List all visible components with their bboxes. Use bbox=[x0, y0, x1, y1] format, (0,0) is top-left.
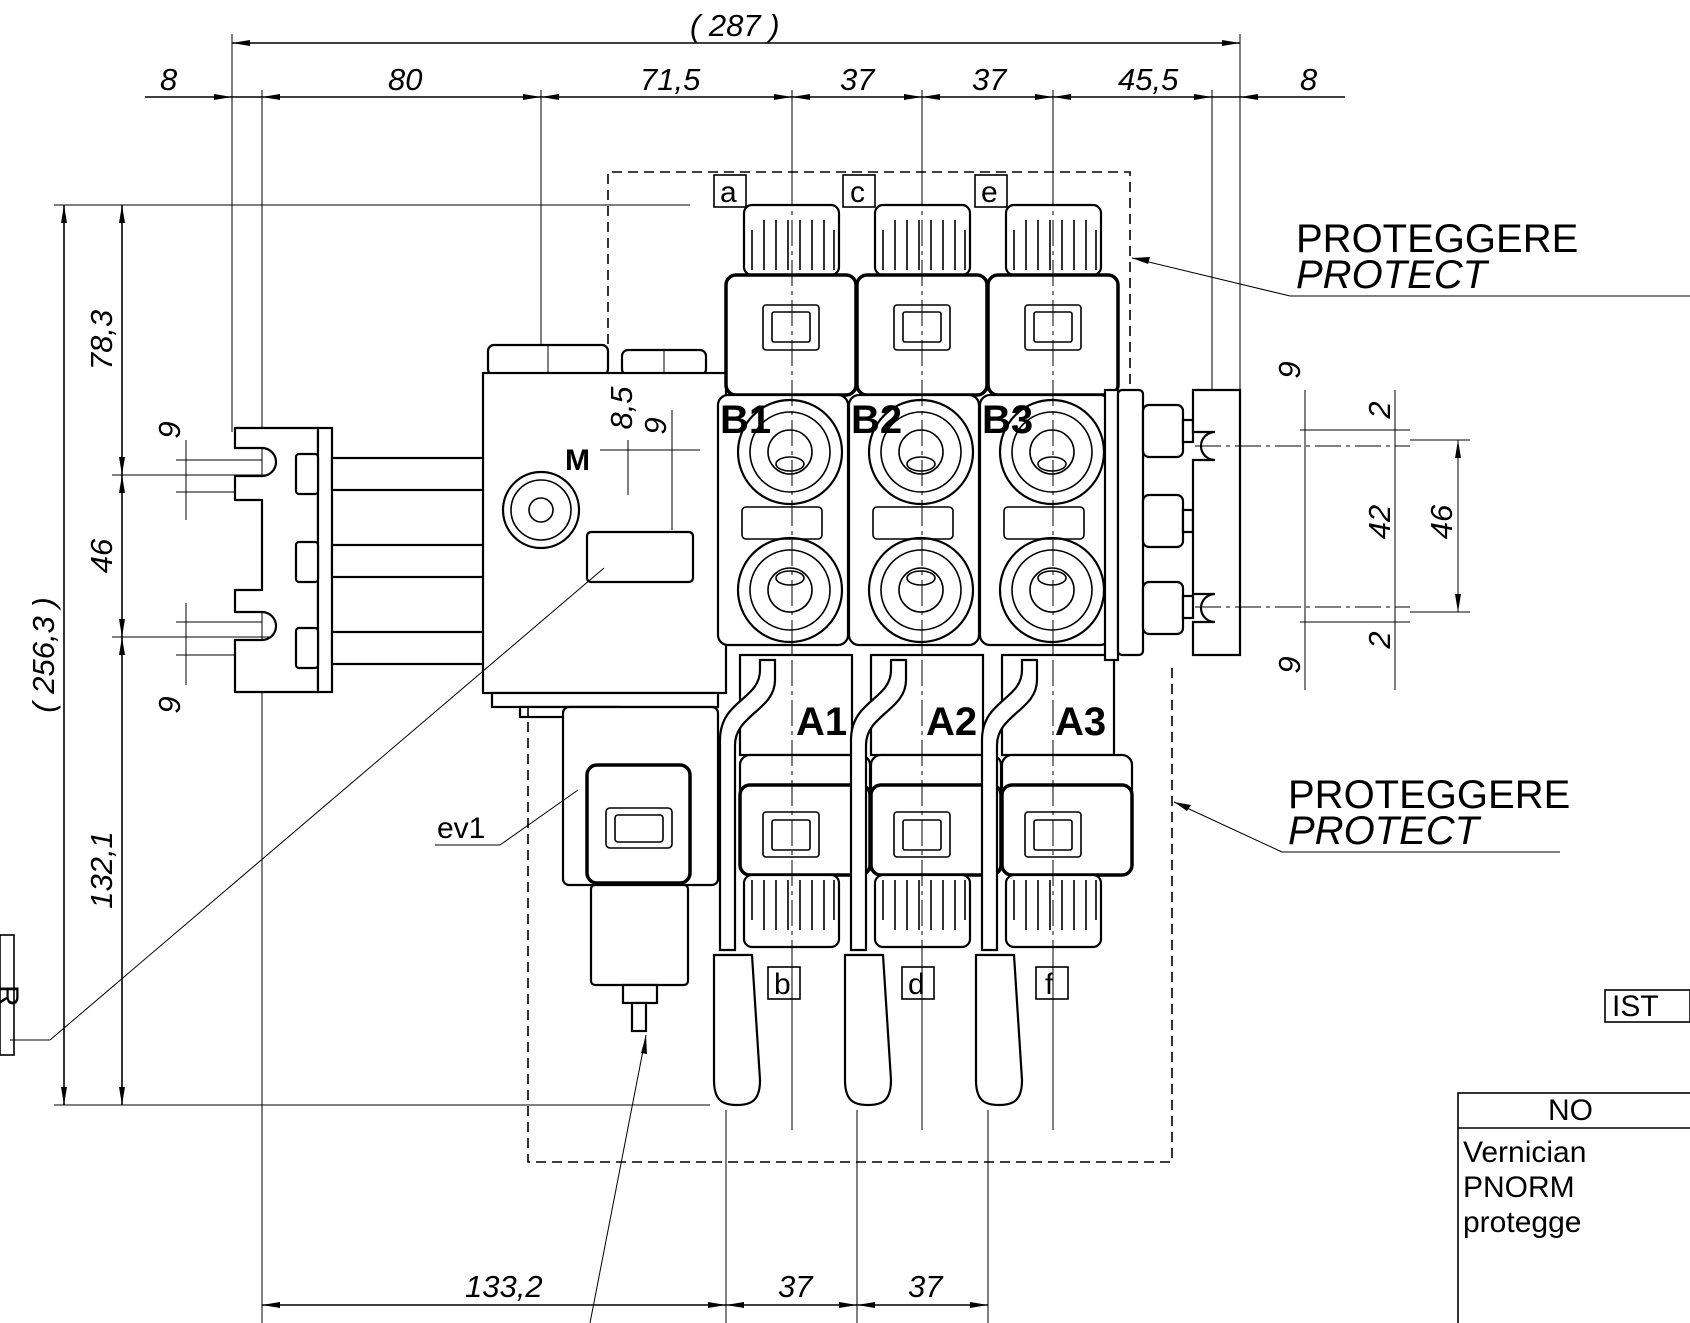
left-mounting-bracket bbox=[233, 426, 486, 694]
port-A1: A1 bbox=[796, 700, 847, 744]
port-A3: A3 bbox=[1055, 700, 1106, 744]
leader-lines: R bbox=[0, 567, 647, 1323]
protect-note-1-it: PROTEGGERE bbox=[1296, 217, 1578, 261]
protect-note-2-it: PROTEGGERE bbox=[1288, 773, 1570, 817]
port-A2: A2 bbox=[926, 700, 977, 744]
port-B3: B3 bbox=[982, 398, 1033, 442]
valve-section-3 bbox=[974, 203, 1134, 1107]
dim-bottom-37-b: 37 bbox=[908, 1269, 944, 1304]
port-a: a bbox=[720, 176, 737, 209]
dim-right-2-top: 2 bbox=[1362, 401, 1397, 419]
dim-inlet-8-5: 8,5 bbox=[604, 386, 639, 430]
note-line-1: Vernician bbox=[1463, 1136, 1586, 1169]
dim-bottom-37-a: 37 bbox=[778, 1269, 814, 1304]
dim-bottom-133-2: 133,2 bbox=[465, 1269, 543, 1304]
right-dimension-chain: 9 9 2 2 42 46 bbox=[1195, 361, 1470, 690]
dim-right-2-bottom: 2 bbox=[1362, 631, 1397, 649]
port-B1: B1 bbox=[720, 398, 771, 442]
port-c: c bbox=[850, 176, 865, 209]
protect-note-2-en: PROTECT bbox=[1288, 809, 1482, 853]
dim-inlet-9: 9 bbox=[638, 417, 673, 434]
dim-overall-width: ( 287 ) bbox=[690, 8, 780, 43]
port-B2: B2 bbox=[851, 398, 902, 442]
dim-right-slot-9-top: 9 bbox=[1272, 361, 1307, 378]
dim-right-42: 42 bbox=[1362, 505, 1397, 539]
dim-overall-height: ( 256,3 ) bbox=[26, 597, 61, 712]
port-d: d bbox=[908, 968, 925, 1001]
left-box-label: R bbox=[0, 985, 24, 1007]
dim-pitch-2: 37 bbox=[972, 62, 1008, 97]
dim-pitch-1: 37 bbox=[840, 62, 876, 97]
bottom-dimension-chain: 133,2 37 37 bbox=[262, 1110, 989, 1323]
ev1-solenoid: ev1 bbox=[435, 705, 720, 1033]
port-labels: a c e b d f B1 B2 B3 A1 A2 A3 bbox=[713, 174, 1106, 1001]
port-f: f bbox=[1045, 968, 1054, 1001]
dim-slot-9-bottom: 9 bbox=[152, 696, 187, 713]
valve-sections bbox=[712, 203, 1134, 1107]
notes-table: IST NO Vernician PNORM protegge bbox=[1457, 989, 1690, 1323]
ist-label: IST bbox=[1612, 990, 1659, 1023]
dim-right-46: 46 bbox=[1424, 504, 1459, 539]
port-b: b bbox=[774, 968, 791, 1001]
left-dimension-chain: 78,3 46 132,1 ( 256,3 ) 9 9 bbox=[26, 204, 710, 1106]
protect-note-1-en: PROTECT bbox=[1296, 253, 1490, 297]
dim-left-margin: 8 bbox=[160, 62, 178, 97]
dim-right-margin: 8 bbox=[1300, 62, 1318, 97]
dim-slot-9-top: 9 bbox=[152, 421, 187, 438]
note-header: NO bbox=[1548, 1094, 1593, 1127]
port-e: e bbox=[981, 176, 998, 209]
dim-right-slot-9-bottom: 9 bbox=[1272, 656, 1307, 673]
right-end-plate bbox=[1103, 388, 1242, 662]
dim-45-5: 45,5 bbox=[1118, 62, 1179, 97]
protection-zone bbox=[527, 171, 1173, 1163]
dim-height-132-1: 132,1 bbox=[84, 831, 119, 909]
dim-height-46: 46 bbox=[84, 538, 119, 573]
note-line-2: PNORM bbox=[1463, 1171, 1575, 1204]
dim-71-5: 71,5 bbox=[640, 62, 701, 97]
ev1-label: ev1 bbox=[437, 812, 485, 845]
note-line-3: protegge bbox=[1463, 1206, 1581, 1239]
inlet-block: M 8,5 9 bbox=[481, 343, 728, 719]
port-M: M bbox=[565, 444, 590, 477]
protect-notes: PROTEGGERE PROTECT PROTEGGERE PROTECT bbox=[1131, 217, 1690, 853]
dim-height-78-3: 78,3 bbox=[84, 310, 119, 370]
dim-80: 80 bbox=[388, 62, 422, 97]
